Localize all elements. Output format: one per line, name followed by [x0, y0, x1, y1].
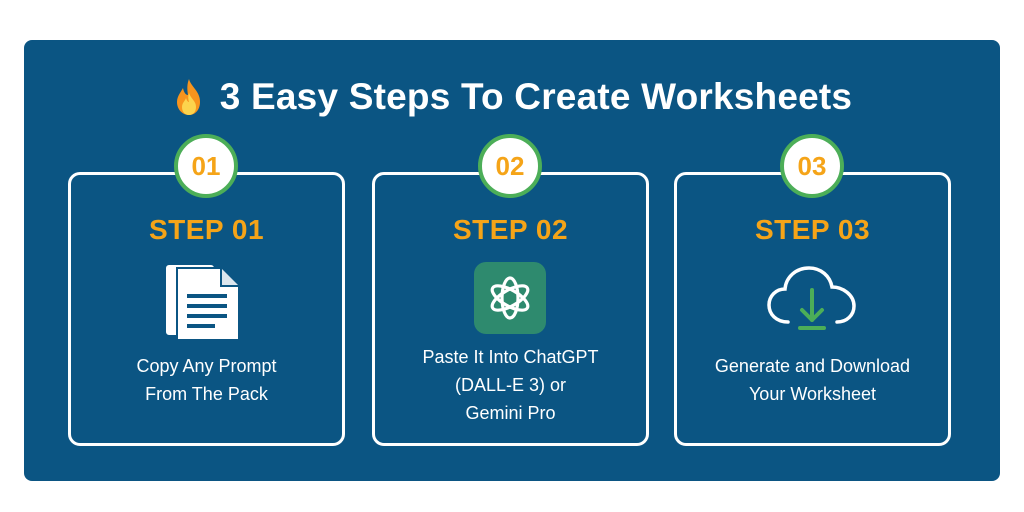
page-title: 3 Easy Steps To Create Worksheets: [0, 74, 1024, 120]
title-text: 3 Easy Steps To Create Worksheets: [219, 76, 853, 117]
chatgpt-logo-icon: [474, 262, 546, 339]
cloud-download-icon: [766, 260, 858, 341]
step-label-1: STEP 01: [148, 214, 265, 245]
step-description-3: Generate and Download Your Worksheet: [674, 352, 951, 408]
step-2-line-3: Gemini Pro: [465, 403, 556, 423]
step-label-3: STEP 03: [754, 214, 871, 245]
step-1-line-1: Copy Any Prompt: [136, 356, 277, 376]
step-3-line-2: Your Worksheet: [748, 384, 877, 404]
step-badge-2: 02: [478, 134, 542, 198]
step-2-line-1: Paste It Into ChatGPT: [422, 347, 599, 367]
step-badge-3: 03: [780, 134, 844, 198]
step-2-line-2: (DALL-E 3) or: [454, 375, 567, 395]
step-1-line-2: From The Pack: [145, 384, 268, 404]
step-3-line-1: Generate and Download: [714, 356, 911, 376]
step-label-2: STEP 02: [452, 214, 569, 245]
step-description-2: Paste It Into ChatGPT (DALL-E 3) or Gemi…: [372, 343, 649, 427]
fire-icon: [172, 77, 206, 117]
step-description-1: Copy Any Prompt From The Pack: [68, 352, 345, 408]
step-badge-1: 01: [174, 134, 238, 198]
document-icon: [163, 262, 243, 347]
